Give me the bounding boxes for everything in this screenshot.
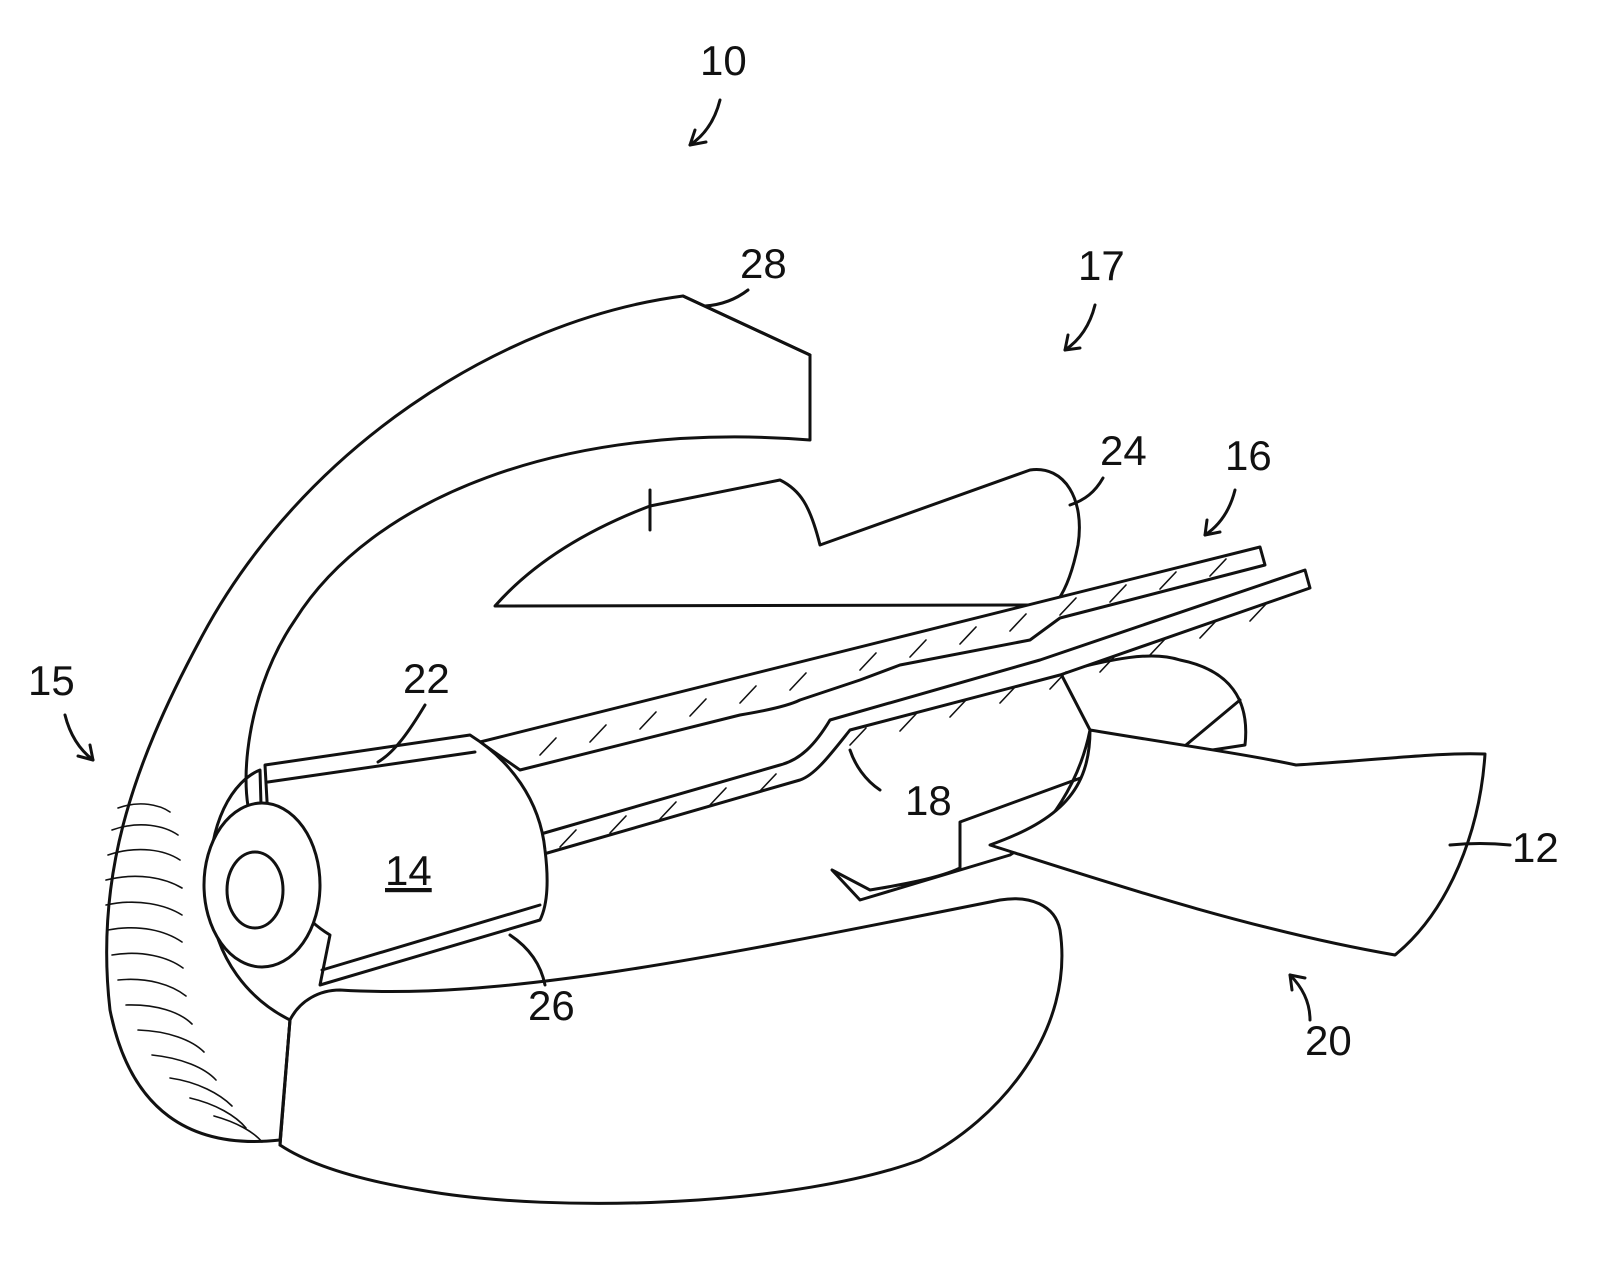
element-12	[990, 730, 1485, 955]
ref-15: 15	[28, 657, 75, 704]
ref-26: 26	[528, 982, 575, 1029]
ref-18: 18	[905, 777, 952, 824]
ref-17: 17	[1078, 242, 1125, 289]
ref-24: 24	[1100, 427, 1147, 474]
ref-28: 28	[740, 240, 787, 287]
ref-14: 14	[385, 847, 432, 894]
inner-housing-24	[495, 470, 1079, 606]
tube-bore	[227, 852, 283, 928]
ref-20: 20	[1305, 1017, 1352, 1064]
ref-10: 10	[700, 37, 747, 84]
ref-12: 12	[1512, 824, 1559, 871]
ref-22: 22	[403, 655, 450, 702]
ref-16: 16	[1225, 432, 1272, 479]
